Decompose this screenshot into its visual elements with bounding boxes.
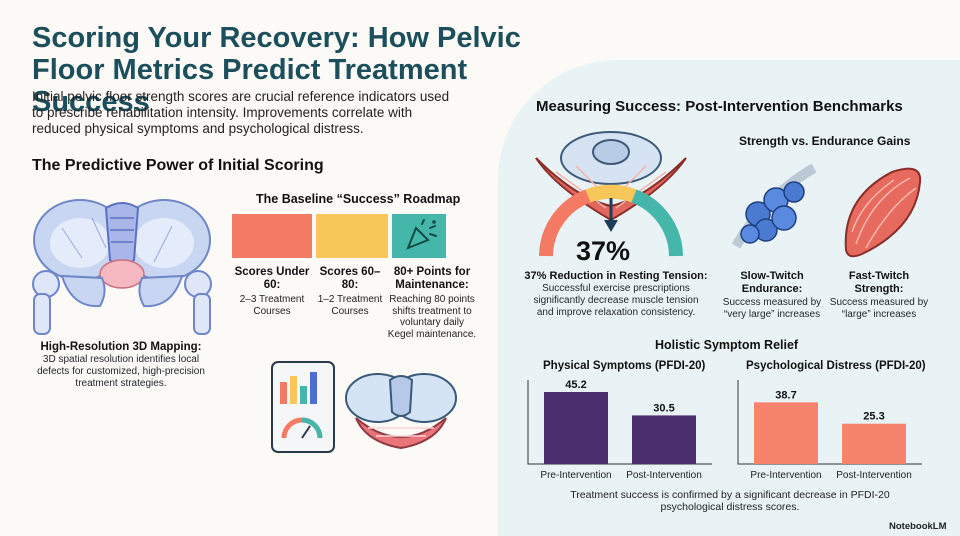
chart-data-label: 30.5 (653, 402, 674, 414)
pelvic-muscle-gauge-illustration (535, 131, 687, 257)
chart-title-psychological: Psychological Distress (PFDI-20) (746, 360, 926, 372)
mapping-title: High-Resolution 3D Mapping: (40, 341, 202, 353)
roadmap-item-text: Reaching 80 points shifts treatment to v… (387, 294, 477, 340)
mapping-text: 3D spatial resolution identifies local d… (37, 354, 205, 389)
roadmap-item-text: 2–3 Treatment Courses (239, 294, 305, 317)
slow-twitch-caption: Slow-Twitch Endurance: Success measured … (720, 270, 824, 321)
chart-category-label: Pre-Intervention (540, 470, 611, 481)
fast-twitch-caption: Fast-Twitch Strength: Success measured b… (826, 270, 932, 321)
benchmarks-heading: Measuring Success: Post-Intervention Ben… (536, 98, 903, 115)
chart-category-label: Post-Intervention (626, 470, 702, 481)
chart-bar (544, 392, 608, 464)
fast-twitch-title: Fast-Twitch Strength: (848, 270, 910, 295)
intro-text: Initial pelvic floor strength scores are… (32, 89, 450, 136)
roadmap-swatch-under-60 (232, 214, 312, 258)
slow-twitch-title: Slow-Twitch Endurance: (740, 270, 804, 295)
roadmap-item-title: 80+ Points for Maintenance: (393, 266, 471, 291)
slow-twitch-fiber-icon (731, 163, 817, 249)
slow-twitch-text: Success measured by “very large” increas… (722, 297, 822, 320)
pelvis-3d-illustration (32, 199, 212, 335)
relief-footer: Treatment success is confirmed by a sign… (570, 489, 890, 513)
gauge-value: 37% (575, 236, 631, 266)
page-title: Scoring Your Recovery: How Pelvic Floor … (32, 22, 521, 118)
chart-data-label: 25.3 (863, 411, 884, 423)
chart-category-label: Post-Intervention (836, 470, 912, 481)
fast-twitch-fiber-icon (844, 167, 922, 258)
brand-name: NotebookLM (889, 521, 947, 532)
fast-twitch-text: Success measured by “large” increases (829, 297, 929, 320)
predictive-heading: The Predictive Power of Initial Scoring (32, 157, 324, 174)
roadmap-swatch-80-plus (392, 214, 446, 258)
chart-bar (842, 423, 906, 464)
roadmap-swatch-60-80 (316, 214, 388, 258)
celebration-icon (406, 219, 437, 250)
chart-bar (632, 415, 696, 464)
dashboard-pelvis-illustration (271, 361, 457, 453)
reduction-text: Successful exercise prescriptions signif… (533, 283, 699, 318)
roadmap-item-under-60: Scores Under 60: 2–3 Treatment Courses (232, 266, 312, 317)
chart-category-label: Pre-Intervention (750, 470, 821, 481)
relief-heading: Holistic Symptom Relief (655, 338, 799, 352)
roadmap-heading: The Baseline “Success” Roadmap (256, 192, 461, 206)
strength-heading: Strength vs. Endurance Gains (739, 134, 911, 148)
roadmap-item-60-80: Scores 60–80: 1–2 Treatment Courses (314, 266, 386, 317)
roadmap-item-maintenance: 80+ Points for Maintenance: Reaching 80 … (386, 266, 478, 340)
chart-bar (754, 402, 818, 464)
roadmap-item-title: Scores Under 60: (234, 266, 310, 291)
reduction-caption: 37% Reduction in Resting Tension: Succes… (524, 270, 708, 319)
chart-title-physical: Physical Symptoms (PFDI-20) (543, 360, 706, 372)
mapping-caption: High-Resolution 3D Mapping: 3D spatial r… (32, 341, 210, 390)
roadmap-item-text: 1–2 Treatment Courses (317, 294, 383, 317)
roadmap-item-title: Scores 60–80: (319, 266, 381, 291)
reduction-title: 37% Reduction in Resting Tension: (524, 270, 708, 282)
chart-data-label: 45.2 (565, 379, 586, 391)
brand-logo: NotebookLM (889, 521, 947, 532)
chart-data-label: 38.7 (775, 389, 796, 401)
